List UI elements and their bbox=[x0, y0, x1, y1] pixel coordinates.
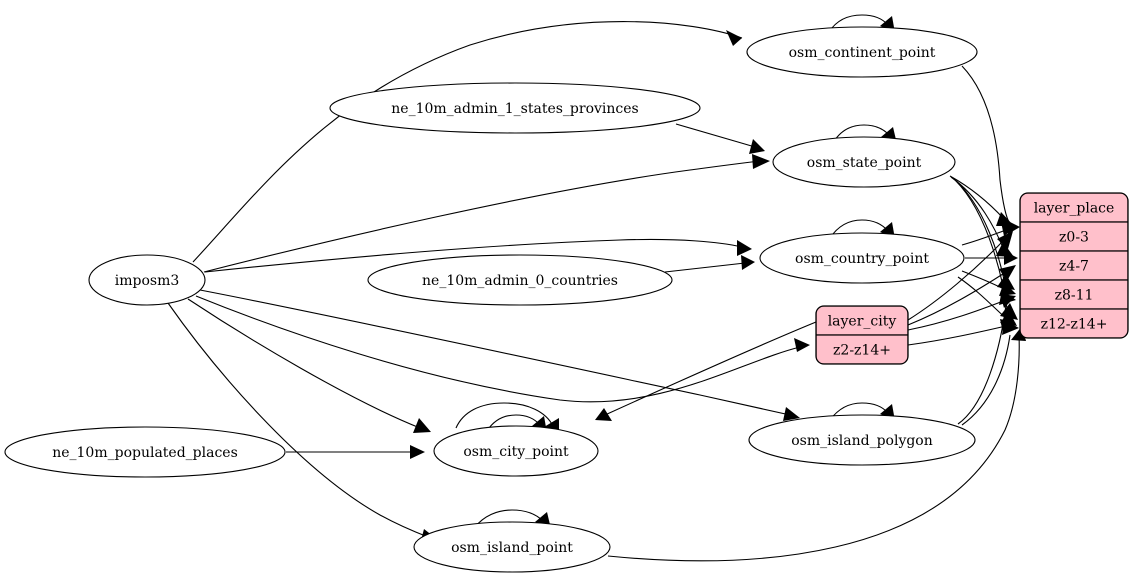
nodes-layer: imposm3 ne_10m_admin_1_states_provincesne… bbox=[4, 26, 978, 573]
edge-osm_island_polygon-to-layer_place-z8 bbox=[957, 290, 1016, 425]
record-cell-z0[interactable] bbox=[1020, 221, 1128, 252]
record-cell-label-z4: z4-7 bbox=[1059, 259, 1089, 275]
node-shape-ellipse bbox=[746, 26, 978, 78]
record-outline bbox=[1019, 192, 1129, 339]
record-node-layer_place[interactable]: layer_place z0-3 z4-7 z8-11 z12-z14+ bbox=[1019, 192, 1129, 339]
node-osm_country_point[interactable]: osm_country_point bbox=[759, 232, 965, 284]
edge-layer_city-header-to-layer_place-z0 bbox=[907, 231, 1013, 321]
edge-imposm3-to-layer_city-z2 bbox=[195, 295, 810, 403]
record-cell-label-z8: z8-11 bbox=[1055, 288, 1094, 304]
node-label: osm_island_polygon bbox=[791, 433, 933, 449]
node-label: ne_10m_admin_0_countries bbox=[422, 273, 618, 289]
node-shape-ellipse bbox=[433, 425, 599, 477]
node-osm_city_point[interactable]: osm_city_point bbox=[433, 425, 599, 477]
record-outline bbox=[815, 305, 909, 365]
node-ne_10m_admin_1_states_provinces[interactable]: ne_10m_admin_1_states_provinces bbox=[329, 82, 701, 134]
arrowhead-icon bbox=[997, 274, 1015, 290]
record-cell-label-z0: z0-3 bbox=[1059, 230, 1089, 246]
arrowhead-icon bbox=[1002, 320, 1019, 335]
edge-layer_city-header-to-layer_place-z4 bbox=[907, 265, 1016, 326]
node-shape-ellipse bbox=[88, 254, 206, 306]
edge-imposm3-to-osm_island_point bbox=[167, 302, 438, 544]
edge-ne_10m_populated_places-to-osm_city_point bbox=[286, 445, 425, 459]
node-osm_island_point[interactable]: osm_island_point bbox=[413, 521, 611, 573]
node-label: osm_country_point bbox=[795, 251, 929, 267]
node-label: osm_state_point bbox=[807, 155, 922, 171]
node-shape-ellipse bbox=[772, 136, 956, 188]
arrowhead-icon bbox=[410, 445, 425, 459]
record-cell-z2[interactable] bbox=[816, 334, 908, 364]
edge-osm_country_point-to-layer_place-z4 bbox=[964, 251, 1018, 265]
record-cell-label-header: layer_city bbox=[828, 314, 897, 330]
record-cell-z12[interactable] bbox=[1020, 308, 1128, 338]
node-osm_continent_point[interactable]: osm_continent_point bbox=[746, 26, 978, 78]
node-shape-ellipse bbox=[413, 521, 611, 573]
node-shape-ellipse bbox=[367, 254, 673, 306]
node-imposm3[interactable]: imposm3 bbox=[88, 254, 206, 306]
arrowhead-icon bbox=[726, 30, 742, 46]
arrowhead-icon bbox=[752, 154, 770, 169]
arrowhead-icon bbox=[1001, 222, 1016, 236]
record-cell-z4[interactable] bbox=[1020, 250, 1128, 281]
node-label: ne_10m_admin_1_states_provinces bbox=[391, 101, 638, 117]
node-label: osm_continent_point bbox=[789, 45, 936, 61]
record-node-layer_city[interactable]: layer_city z2-z14+ bbox=[815, 305, 909, 365]
node-label: osm_island_point bbox=[451, 540, 573, 556]
arrowhead-icon bbox=[794, 338, 810, 352]
records-layer: layer_place z0-3 z4-7 z8-11 z12-z14+ layer_ci… bbox=[815, 192, 1129, 365]
record-cell-label-header: layer_place bbox=[1034, 201, 1115, 217]
node-ne_10m_populated_places[interactable]: ne_10m_populated_places bbox=[4, 426, 286, 478]
edge-layer_city-header-to-osm_city_point bbox=[595, 321, 817, 421]
edge-imposm3-to-osm_state_point bbox=[203, 154, 770, 273]
node-label: osm_city_point bbox=[463, 444, 569, 460]
node-osm_state_point[interactable]: osm_state_point bbox=[772, 136, 956, 188]
node-shape-ellipse bbox=[4, 426, 286, 478]
node-osm_island_polygon[interactable]: osm_island_polygon bbox=[748, 414, 976, 466]
edge-osm_island_polygon-to-layer_place-z12 bbox=[961, 320, 1019, 426]
arrowhead-icon bbox=[595, 408, 612, 421]
arrowhead-icon bbox=[999, 265, 1016, 281]
edge-osm_continent_point-to-layer_place-z0 bbox=[961, 65, 1020, 234]
arrowhead-icon bbox=[996, 242, 1014, 257]
edge-ne_10m_admin_1_states_provinces-to-osm_state_point bbox=[675, 123, 765, 154]
node-label: imposm3 bbox=[115, 273, 180, 289]
record-cell-label-z12: z12-z14+ bbox=[1041, 317, 1108, 333]
edge-imposm3-to-osm_continent_point bbox=[192, 21, 743, 263]
node-shape-ellipse bbox=[329, 82, 701, 134]
record-cell-label-z2: z2-z14+ bbox=[833, 343, 891, 359]
arrowhead-icon bbox=[996, 212, 1014, 226]
edge-imposm3-to-osm_island_polygon bbox=[199, 289, 800, 421]
node-shape-ellipse bbox=[748, 414, 976, 466]
arrowhead-icon bbox=[997, 231, 1013, 249]
arrowhead-icon bbox=[999, 290, 1016, 305]
edge-imposm3-to-osm_city_point bbox=[187, 298, 431, 433]
edges-layer bbox=[167, 14, 1026, 562]
arrowhead-icon bbox=[783, 407, 800, 421]
arrowhead-icon bbox=[413, 418, 431, 433]
arrowhead-icon bbox=[749, 139, 765, 154]
edge-ne_10m_admin_0_countries-to-osm_country_point bbox=[664, 255, 755, 273]
node-ne_10m_admin_0_countries[interactable]: ne_10m_admin_0_countries bbox=[367, 254, 673, 306]
node-shape-ellipse bbox=[759, 232, 965, 284]
edge-osm_state_point-to-layer_place-z0 bbox=[949, 175, 1014, 226]
node-label: ne_10m_populated_places bbox=[52, 445, 238, 461]
edge-imposm3-to-osm_country_point bbox=[204, 238, 752, 273]
arrowhead-icon bbox=[741, 255, 755, 270]
edge-osm_country_point-to-layer_place-z0 bbox=[961, 222, 1016, 246]
arrowhead-icon bbox=[1004, 251, 1018, 265]
arrowhead-icon bbox=[737, 240, 752, 256]
